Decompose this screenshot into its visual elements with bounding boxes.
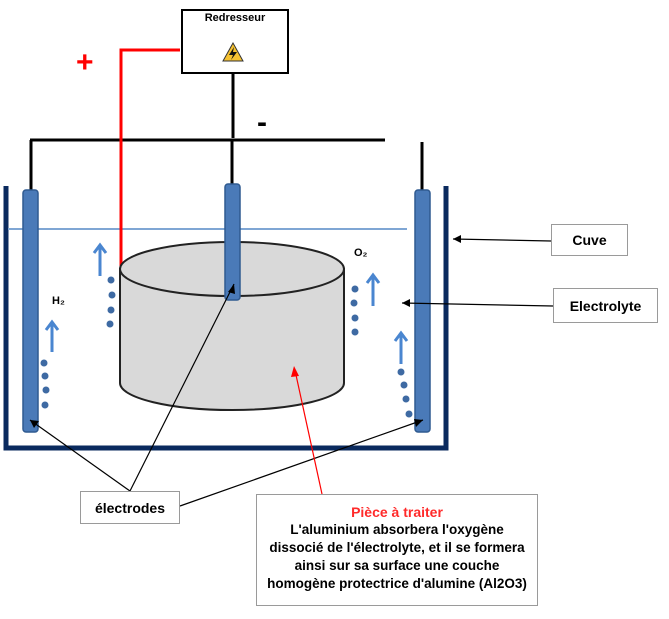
arrowhead-electrodes-left: [30, 420, 39, 428]
arrowhead-electrodes-center: [228, 284, 235, 294]
arrow-up-left: [44, 319, 60, 352]
bubbles-right: [397, 368, 413, 418]
callout-electrodes-left: [29, 419, 131, 492]
electrode-right: [414, 189, 431, 433]
oxygen-label: O₂: [354, 247, 368, 259]
negative-sign: -: [257, 106, 267, 139]
bubbles-left: [40, 359, 50, 409]
callout-part-line: [295, 374, 323, 495]
rectifier-box: [181, 9, 289, 74]
positive-sign: +: [76, 46, 94, 79]
rectifier-label: Redresseur: [204, 12, 266, 24]
cuve-label: Cuve: [572, 232, 607, 248]
description-line: L'aluminium absorbera l'oxygène: [290, 522, 504, 537]
wire-positive: [119, 48, 180, 272]
arrowhead-electrolyte: [402, 299, 410, 307]
callout-electrodes-right: [179, 419, 424, 507]
workpiece-description: L'aluminium absorbera l'oxygène dissocié…: [257, 521, 537, 593]
arrow-up-right: [393, 330, 409, 364]
bubbles-cylinder-right: [350, 285, 359, 336]
callout-electrolyte-line: [401, 302, 554, 307]
description-line: ainsi sur sa surface une couche: [294, 558, 500, 573]
electrolyte-label: Electrolyte: [569, 297, 642, 314]
electrolyte-label-box: Electrolyte: [553, 288, 658, 323]
workpiece-description-box: Pièce à traiter L'aluminium absorbera l'…: [256, 494, 538, 606]
electrodes-label: électrodes: [94, 499, 166, 516]
arrowhead-part: [291, 366, 299, 377]
arrow-up-cylinder: [365, 272, 381, 306]
description-line: dissocié de l'électrolyte, et il se form…: [269, 540, 525, 555]
tank: [3, 186, 449, 451]
workpiece-title: Pièce à traiter: [351, 504, 443, 520]
callout-cuve-line: [452, 238, 552, 242]
arrowhead-electrodes-right: [414, 419, 423, 427]
arrow-up-wire: [92, 242, 108, 276]
warning-lightning-icon: [222, 41, 244, 62]
arrowhead-cuve: [453, 235, 461, 243]
cuve-label-box: Cuve: [551, 224, 628, 256]
electrode-center: [224, 183, 241, 301]
electrodes-label-box: électrodes: [80, 491, 180, 524]
electrode-left: [22, 189, 39, 433]
callout-electrodes-center: [129, 283, 235, 492]
hydrogen-label: H₂: [52, 295, 65, 307]
bubbles-near-wire: [106, 276, 116, 328]
description-line: homogène protectrice d'alumine (Al2O3): [267, 576, 527, 591]
